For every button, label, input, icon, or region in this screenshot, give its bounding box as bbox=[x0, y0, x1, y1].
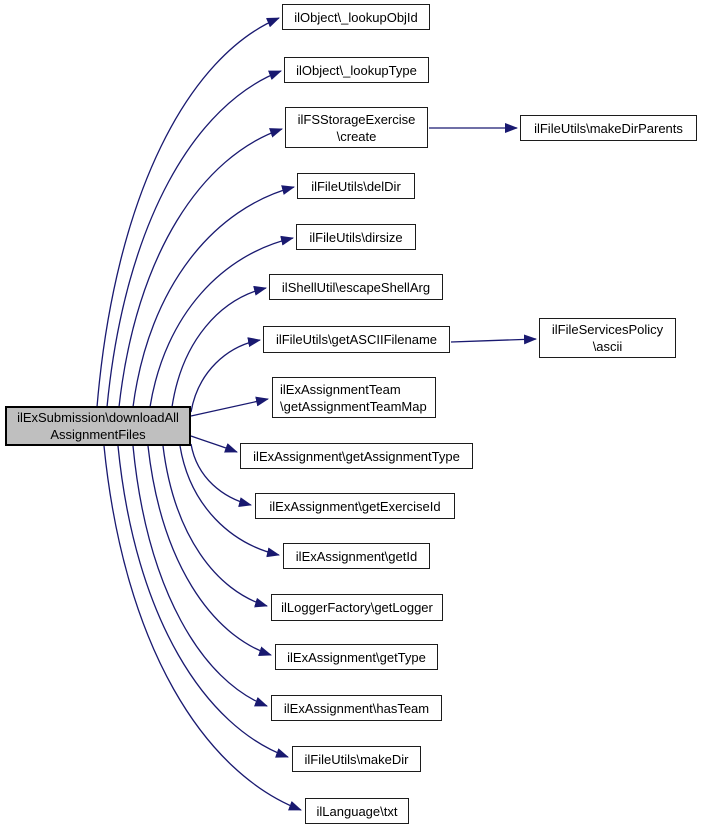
node-label: ilFileUtils\makeDirParents bbox=[534, 120, 683, 136]
node-ilFileUtils-makeDir[interactable]: ilFileUtils\makeDir bbox=[292, 746, 421, 772]
node-label: ilFileUtils\getASCIIFilename bbox=[275, 332, 438, 347]
node-ilLoggerFactory-getLogger[interactable]: ilLoggerFactory\getLogger bbox=[271, 594, 443, 621]
edge-root-getAssignmentTeamMap bbox=[190, 396, 269, 417]
node-ilFSStorageExercise-create[interactable]: ilFSStorageExercise \create bbox=[285, 107, 428, 148]
node-label-line1: ilFSStorageExercise bbox=[297, 111, 416, 127]
node-ilExAssignment-getAssignmentType[interactable]: ilExAssignment\getAssignmentType bbox=[240, 443, 473, 469]
edge-root-txt bbox=[103, 445, 302, 811]
edge-root-getExerciseId bbox=[190, 443, 252, 507]
node-ilFileUtils-makeDirParents[interactable]: ilFileUtils\makeDirParents bbox=[520, 115, 697, 141]
node-ilFileUtils-getASCIIFilename[interactable]: ilFileUtils\getASCIIFilename bbox=[263, 326, 450, 353]
node-label: ilFileUtils\delDir bbox=[311, 178, 401, 194]
edge-root-hasTeam bbox=[132, 445, 268, 707]
node-ilExAssignment-getType[interactable]: ilExAssignment\getType bbox=[275, 644, 438, 670]
node-ilObject-lookupType[interactable]: ilObject\_lookupType bbox=[284, 57, 429, 83]
node-label-line2: \create bbox=[336, 128, 377, 144]
node-label: ilExAssignment\getId bbox=[295, 548, 418, 564]
node-ilExAssignment-getId[interactable]: ilExAssignment\getId bbox=[283, 543, 430, 569]
node-ilFileUtils-delDir[interactable]: ilFileUtils\delDir bbox=[297, 173, 415, 199]
node-ilFileServicesPolicy-ascii[interactable]: ilFileServicesPolicy \ascii bbox=[539, 318, 676, 358]
node-ilShellUtil-escapeShellArg[interactable]: ilShellUtil\escapeShellArg bbox=[269, 274, 443, 300]
node-ilExAssignmentTeam-getAssignmentTeamMap[interactable]: ilExAssignmentTeam \getAssignmentTeamMap bbox=[272, 377, 436, 418]
edge-root-getId bbox=[179, 445, 280, 558]
edge-root-lookupObjId bbox=[96, 17, 280, 408]
node-label: ilObject\_lookupObjId bbox=[294, 9, 418, 25]
node-root-downloadAllAssignmentFiles: ilExSubmission\downloadAll AssignmentFil… bbox=[5, 406, 191, 446]
edge-root-getLogger bbox=[162, 445, 268, 608]
node-label-line2: \getAssignmentTeamMap bbox=[280, 398, 427, 414]
node-ilExAssignment-hasTeam[interactable]: ilExAssignment\hasTeam bbox=[271, 695, 442, 721]
node-ilExAssignment-getExerciseId[interactable]: ilExAssignment\getExerciseId bbox=[255, 493, 455, 519]
node-label: ilShellUtil\escapeShellArg bbox=[281, 279, 431, 295]
node-label: ilExAssignment\hasTeam bbox=[283, 700, 430, 716]
node-label-line1: ilExAssignmentTeam bbox=[280, 381, 401, 397]
edge-getASCIIFilename-ascii bbox=[450, 334, 537, 345]
node-label: ilExAssignment\getAssignmentType bbox=[253, 448, 460, 464]
edge-root-lookupType bbox=[106, 70, 282, 408]
edge-root-escapeShellArg bbox=[171, 285, 267, 408]
edge-root-getASCIIFilename bbox=[190, 337, 261, 413]
edge-root-makeDir bbox=[117, 445, 289, 758]
node-ilObject-lookupObjId[interactable]: ilObject\_lookupObjId bbox=[282, 4, 430, 30]
edge-root-create bbox=[118, 128, 283, 408]
node-label: ilFileUtils\dirsize bbox=[309, 229, 403, 245]
node-label: ilExAssignment\getExerciseId bbox=[269, 498, 441, 514]
node-ilLanguage-txt[interactable]: ilLanguage\txt bbox=[305, 798, 409, 824]
root-label-line2: AssignmentFiles bbox=[50, 427, 146, 442]
root-label-line1: ilExSubmission\downloadAll bbox=[17, 410, 179, 425]
node-label: ilExAssignment\getType bbox=[287, 649, 426, 665]
edge-root-dirsize bbox=[149, 235, 294, 408]
node-ilFileUtils-dirsize[interactable]: ilFileUtils\dirsize bbox=[296, 224, 416, 250]
edge-root-getAssignmentType bbox=[190, 435, 238, 453]
node-label: ilObject\_lookupType bbox=[296, 62, 417, 78]
node-label: ilLoggerFactory\getLogger bbox=[281, 600, 433, 615]
node-label-line1: ilFileServicesPolicy bbox=[551, 322, 664, 337]
edge-root-delDir bbox=[132, 185, 295, 408]
node-label: ilFileUtils\makeDir bbox=[304, 751, 409, 767]
node-label: ilLanguage\txt bbox=[316, 803, 398, 819]
node-label-line2: \ascii bbox=[592, 339, 623, 354]
edge-root-getType bbox=[147, 445, 272, 656]
